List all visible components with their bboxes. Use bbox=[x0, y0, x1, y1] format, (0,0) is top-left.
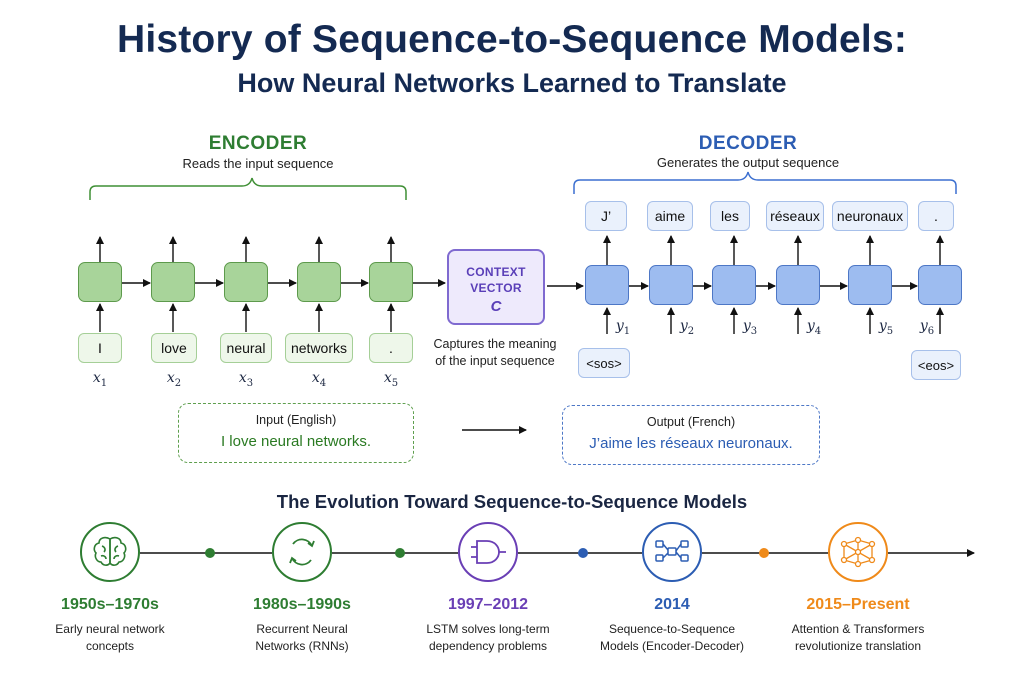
timeline-dot bbox=[759, 548, 769, 558]
encoder-cell-3 bbox=[224, 262, 268, 302]
y-label-1: y1 bbox=[615, 318, 631, 337]
decoder-caption: Generates the output sequence bbox=[656, 155, 840, 170]
encoder-caption: Reads the input sequence bbox=[182, 156, 334, 171]
y-label-3: y3 bbox=[742, 318, 758, 337]
input-token-1: I bbox=[78, 333, 122, 363]
output-token-1: J’ bbox=[585, 201, 627, 231]
x-label-4: x4 bbox=[311, 370, 327, 389]
x-label-2: x2 bbox=[166, 370, 182, 389]
input-sentence-text: I love neural networks. bbox=[220, 433, 372, 450]
milestone-2-date: 1980s–1990s bbox=[253, 596, 351, 613]
y-label-5: y5 bbox=[878, 318, 894, 337]
encoder-cell-1 bbox=[78, 262, 122, 302]
page-title: History of Sequence-to-Sequence Models: bbox=[116, 18, 908, 61]
decoder-cell-6 bbox=[918, 265, 962, 305]
x-label-1: x1 bbox=[92, 370, 108, 389]
y-label-2: y2 bbox=[679, 318, 695, 337]
decoder-heading: DECODER bbox=[698, 133, 798, 154]
input-token-2: love bbox=[151, 333, 197, 363]
output-sentence-box: Output (French) J’aime les réseaux neuro… bbox=[562, 405, 820, 465]
context-vector: CONTEXT VECTOR C bbox=[447, 249, 545, 325]
x-label-5: x5 bbox=[383, 370, 399, 389]
context-label-1: CONTEXT bbox=[466, 265, 526, 279]
milestone-1-date: 1950s–1970s bbox=[61, 596, 159, 613]
decoder-cell-3 bbox=[712, 265, 756, 305]
context-label-2: VECTOR bbox=[470, 281, 522, 295]
milestone-4-date: 2014 bbox=[654, 596, 690, 613]
y-label-4: y4 bbox=[806, 318, 822, 337]
evolution-title: The Evolution Toward Sequence-to-Sequenc… bbox=[276, 491, 748, 512]
input-token-4: networks bbox=[285, 333, 353, 363]
context-symbol: C bbox=[490, 298, 502, 315]
timeline-dot bbox=[205, 548, 215, 558]
decoder-cell-5 bbox=[848, 265, 892, 305]
input-token-5: . bbox=[369, 333, 413, 363]
decoder-cell-2 bbox=[649, 265, 693, 305]
milestone-4-circle bbox=[642, 522, 702, 582]
milestone-3-date: 1997–2012 bbox=[447, 596, 529, 613]
recurrent-cycle-icon bbox=[289, 538, 315, 566]
encoder-decoder-icon bbox=[655, 540, 689, 562]
eos-token: <eos> bbox=[911, 350, 961, 380]
y-label-6: y6 bbox=[919, 318, 935, 337]
decoder-cell-1 bbox=[585, 265, 629, 305]
output-token-5: neuronaux bbox=[832, 201, 908, 231]
output-sentence-label: Output (French) bbox=[646, 415, 736, 429]
brain-icon bbox=[93, 536, 127, 566]
encoder-brace bbox=[89, 177, 407, 200]
page-subtitle: How Neural Networks Learned to Translate bbox=[237, 68, 787, 98]
output-token-6: . bbox=[918, 201, 954, 231]
logic-gate-icon bbox=[471, 540, 506, 564]
sos-token: <sos> bbox=[578, 348, 630, 378]
decoder-cell-4 bbox=[776, 265, 820, 305]
encoder-cell-2 bbox=[151, 262, 195, 302]
milestone-5-date: 2015–Present bbox=[806, 596, 910, 613]
milestone-5-circle bbox=[828, 522, 888, 582]
encoder-cell-4 bbox=[297, 262, 341, 302]
context-caption: Captures the meaning of the input sequen… bbox=[433, 337, 557, 368]
input-sentence-label: Input (English) bbox=[255, 413, 337, 427]
milestone-1-circle bbox=[80, 522, 140, 582]
encoder-cell-5 bbox=[369, 262, 413, 302]
neural-network-icon bbox=[840, 536, 876, 568]
milestone-3-circle bbox=[458, 522, 518, 582]
input-sentence-box: Input (English) I love neural networks. bbox=[178, 403, 414, 463]
output-token-2: aime bbox=[647, 201, 693, 231]
x-label-3: x3 bbox=[238, 370, 254, 389]
input-token-3: neural bbox=[220, 333, 272, 363]
output-sentence-text: J’aime les réseaux neuronaux. bbox=[589, 435, 793, 452]
timeline-dot bbox=[578, 548, 588, 558]
timeline-dot bbox=[395, 548, 405, 558]
milestone-2-circle bbox=[272, 522, 332, 582]
decoder-brace bbox=[573, 171, 957, 194]
output-token-3: les bbox=[710, 201, 750, 231]
output-token-4: réseaux bbox=[766, 201, 824, 231]
encoder-heading: ENCODER bbox=[208, 133, 308, 154]
